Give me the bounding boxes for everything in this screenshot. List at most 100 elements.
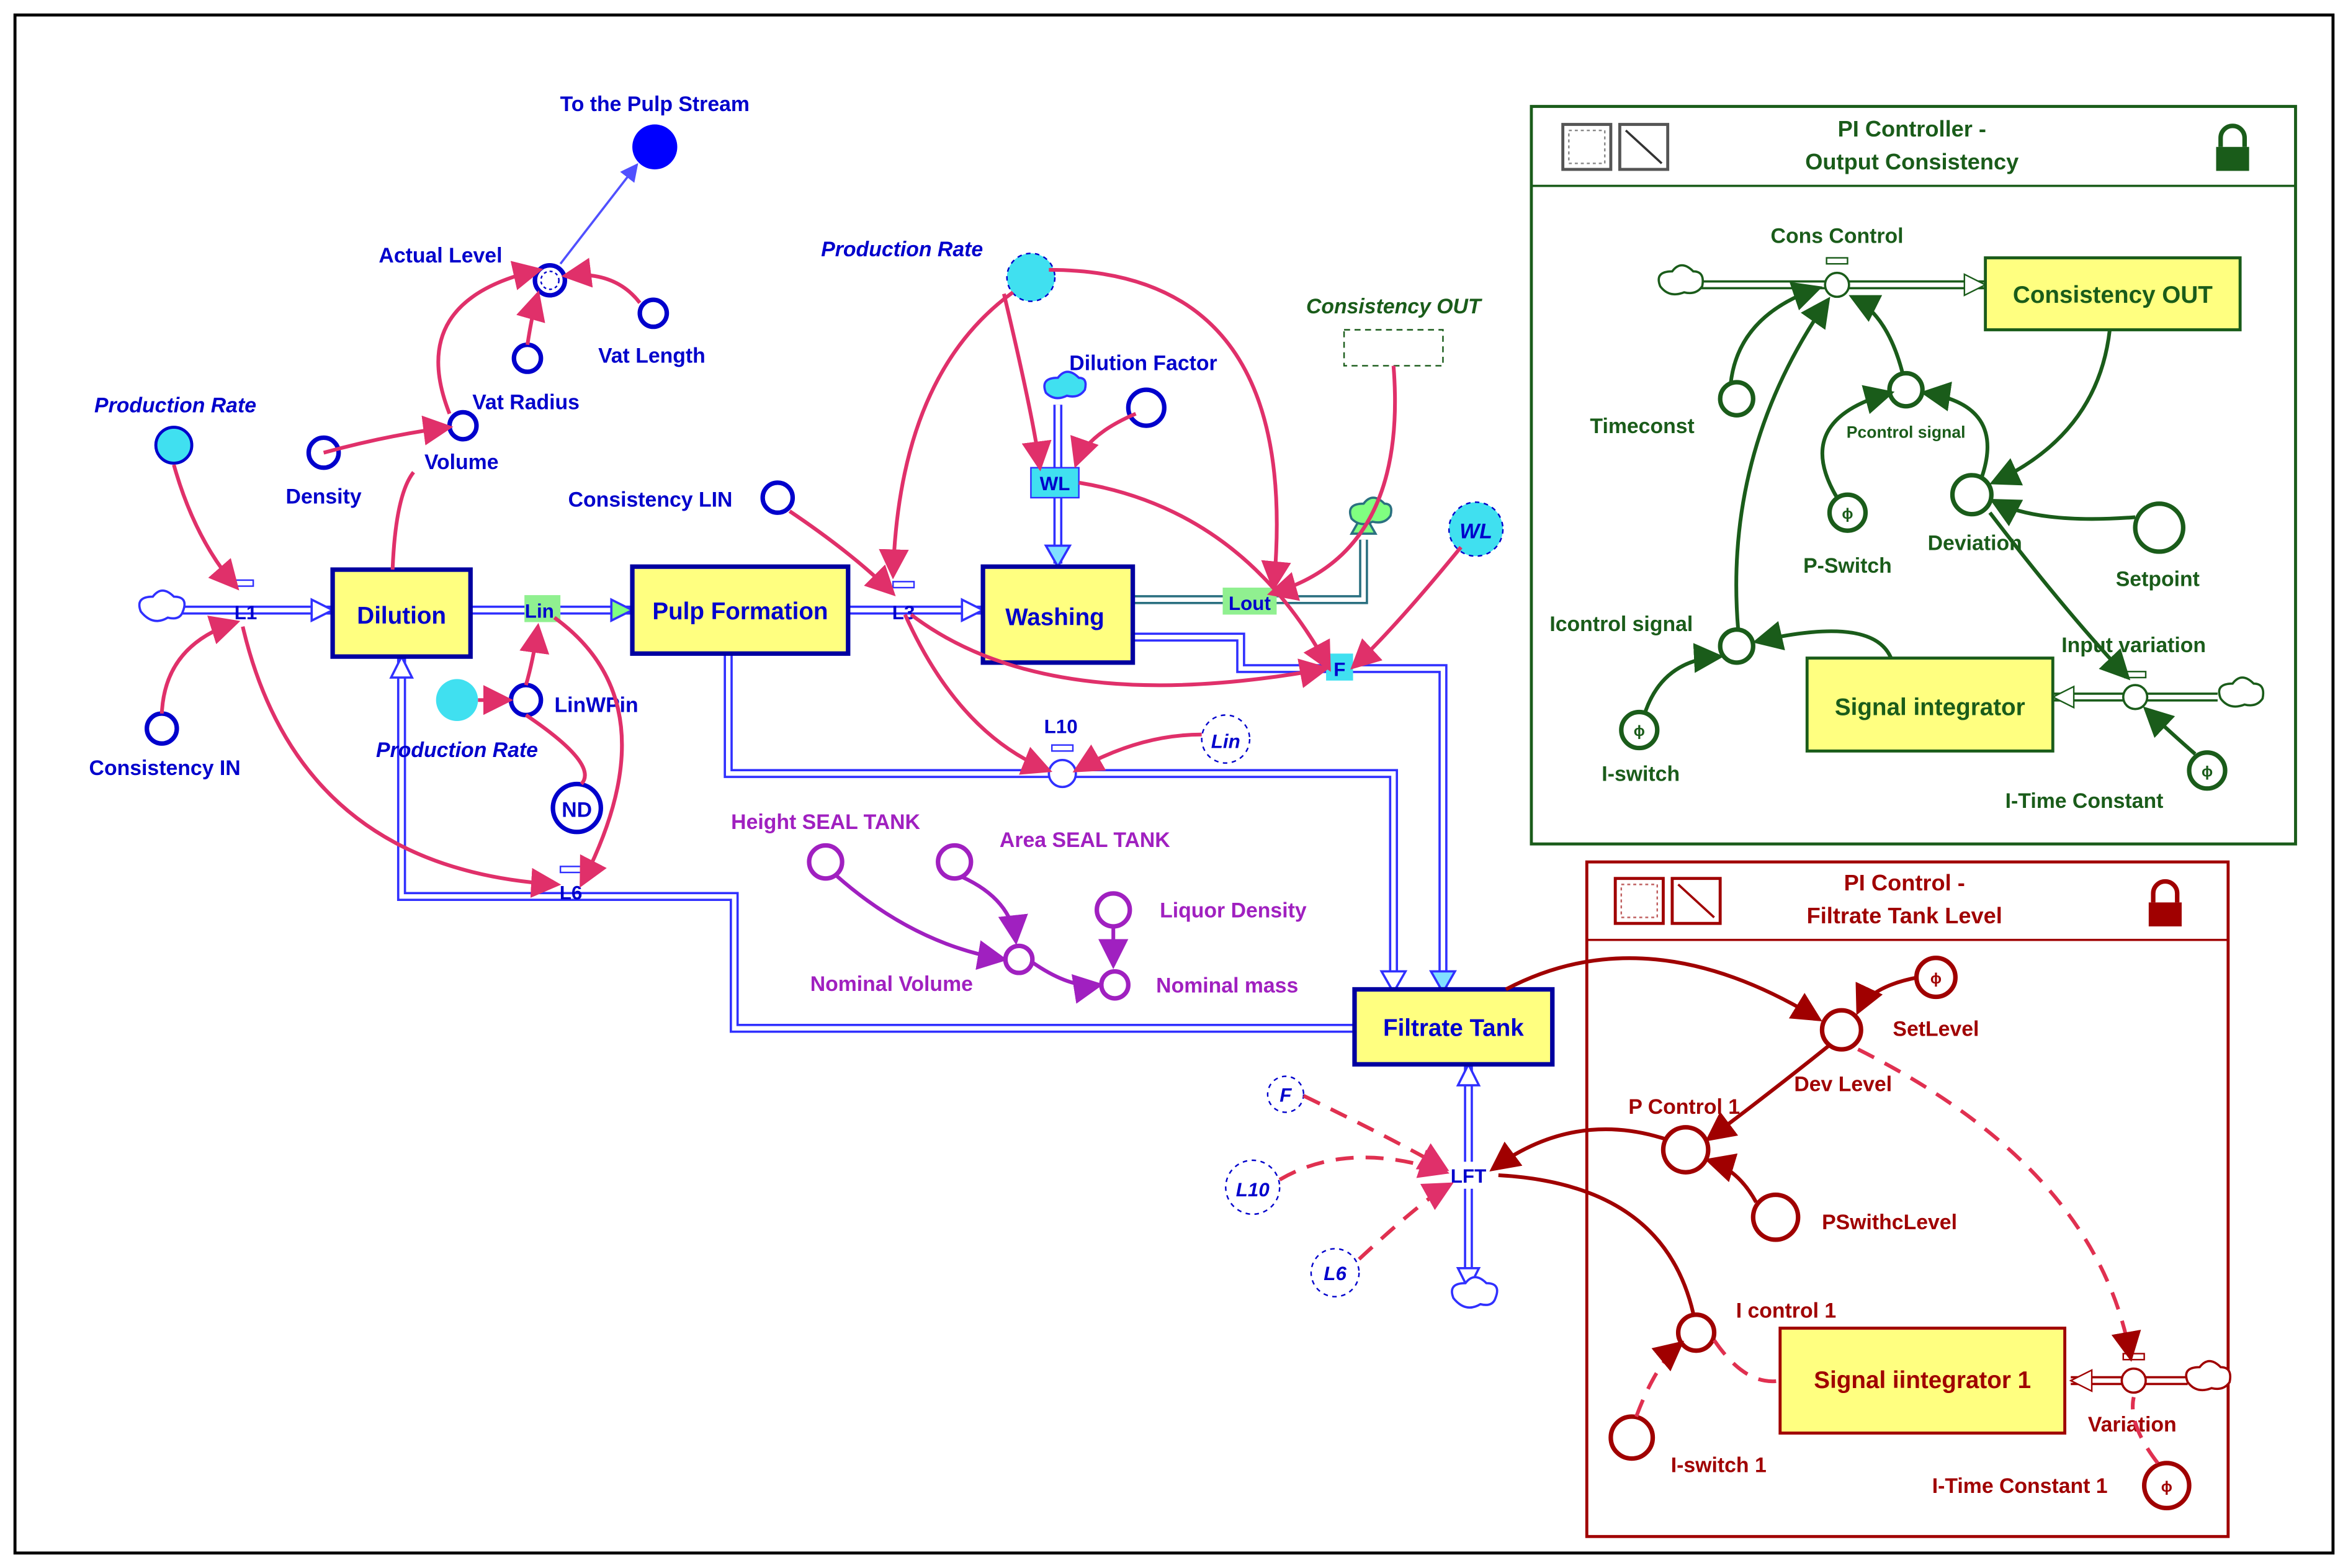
aux-consistency-in-label: Consistency IN (89, 756, 241, 780)
aux-volume[interactable]: Volume (424, 410, 499, 474)
stock-dilution-label: Dilution (357, 603, 446, 629)
aux-consistency-lin-label: Consistency LIN (568, 488, 733, 512)
aux-production-rate-left[interactable]: Production Rate (94, 393, 256, 465)
aux-i-switch-1[interactable]: I-switch 1 (1608, 1414, 1767, 1477)
phi-glyph: ϕ (2161, 1479, 2172, 1495)
aux-consistency-lin[interactable]: Consistency LIN (568, 480, 795, 515)
stock-signal-integrator-1-label: Signal iintegrator 1 (1814, 1367, 2031, 1394)
aux-production-rate-top[interactable]: Production Rate (821, 238, 1056, 302)
aux-nd-label: ND (562, 799, 592, 822)
valve-lout-label: Lout (1229, 593, 1271, 614)
aux-pswitch-level[interactable]: PSwithcLevel (1750, 1192, 1957, 1242)
aux-nominal-mass[interactable]: Nominal mass (1099, 969, 1298, 1001)
aux-i-time-constant[interactable]: ϕ I-Time Constant (2005, 750, 2228, 813)
aux-i-time-constant-1[interactable]: ϕ I-Time Constant 1 (1932, 1461, 2192, 1510)
aux-setpoint[interactable]: Setpoint (2116, 501, 2200, 591)
aux-dev-level[interactable]: SetLevel Dev Level (1794, 1008, 1979, 1096)
aux-icontrol-signal[interactable]: Icontrol signal (1549, 612, 1755, 665)
aux-wl-ghost-label: WL (1459, 519, 1492, 543)
aux-height-seal-tank[interactable]: Height SEAL TANK (731, 810, 921, 881)
aux-dilution-factor[interactable]: Dilution Factor (1069, 352, 1217, 428)
sector-toggle-icon[interactable] (1561, 123, 1613, 171)
valve-lout[interactable]: Lout (1222, 588, 1277, 615)
valve-wl[interactable]: WL (1030, 467, 1080, 499)
aux-p-switch[interactable]: ϕ P-Switch (1803, 492, 1892, 578)
aux-setlevel-phi[interactable]: ϕ (1914, 956, 1958, 1000)
aux-liquor-density[interactable]: Liquor Density (1095, 891, 1307, 929)
aux-area-seal-tank-label: Area SEAL TANK (1000, 828, 1170, 852)
aux-consistency-in[interactable]: Consistency IN (89, 711, 241, 780)
timeconst-label: Timeconst (1590, 414, 1694, 438)
link-actual-level-to-stream (559, 163, 639, 265)
stock-dilution[interactable]: Dilution (330, 567, 473, 659)
aux-production-rate-ghost[interactable] (436, 679, 478, 722)
pi-filtrate-title-1: PI Control - (1844, 870, 1965, 895)
stock-washing[interactable]: Washing (980, 564, 1136, 665)
aux-l10-ghost[interactable]: L10 (1225, 1159, 1281, 1216)
valve-cons-control[interactable]: Cons Control (1771, 224, 1904, 298)
sector-toggle-icon[interactable] (1613, 877, 1665, 925)
aux-production-rate-top-label: Production Rate (821, 238, 983, 261)
input-variation-label: Input variation (2061, 634, 2206, 657)
valve-l10[interactable]: L10 (1044, 715, 1078, 789)
aux-i-control-1[interactable]: I control 1 (1675, 1299, 1837, 1353)
aux-consistency-out-ghost[interactable]: Consistency OUT (1306, 295, 1483, 367)
stock-pulp-formation[interactable]: Pulp Formation (630, 564, 851, 656)
aux-to-pulp-stream-label: To the Pulp Stream (560, 92, 750, 116)
valve-l3-label: L3 (892, 602, 915, 624)
valve-l6[interactable]: L6 (560, 866, 583, 904)
stock-pulp-formation-label: Pulp Formation (652, 598, 828, 625)
aux-nd[interactable]: ND (550, 781, 603, 835)
valve-lin-label: Lin (525, 600, 554, 622)
stock-signal-integrator-1[interactable]: Signal iintegrator 1 (1778, 1327, 2067, 1435)
aux-production-rate-left-label: Production Rate (94, 393, 256, 417)
pi-filtrate-links (1489, 956, 2159, 1464)
aux-height-seal-tank-label: Height SEAL TANK (731, 810, 920, 834)
main-links (159, 258, 1463, 898)
aux-pcontrol-signal[interactable]: Pcontrol signal (1847, 370, 1966, 442)
i-switch-label: I-switch (1602, 763, 1680, 786)
aux-wl-ghost[interactable]: WL (1448, 501, 1504, 557)
valve-f-label: F (1333, 659, 1345, 681)
dev-level-label: Dev Level (1794, 1073, 1892, 1096)
aux-to-pulp-stream[interactable]: To the Pulp Stream (560, 92, 750, 169)
aux-l10-ghost-label: L10 (1236, 1179, 1270, 1201)
aux-area-seal-tank[interactable]: Area SEAL TANK (936, 828, 1171, 881)
aux-f-ghost[interactable]: F (1266, 1075, 1305, 1113)
set-level-label: SetLevel (1893, 1017, 1979, 1041)
phi-glyph: ϕ (1634, 723, 1645, 740)
valve-input-variation[interactable]: Input variation (2061, 634, 2206, 710)
aux-nominal-volume-label: Nominal Volume (810, 972, 973, 996)
lock-icon[interactable] (2216, 123, 2249, 171)
aux-l6-ghost[interactable]: L6 (1310, 1248, 1360, 1297)
aux-vat-length[interactable]: Vat Length (598, 297, 706, 368)
aux-vat-radius[interactable]: Vat Radius (472, 343, 580, 414)
stock-signal-integrator[interactable]: Signal integrator (1805, 656, 2054, 753)
stock-filtrate-tank-label: Filtrate Tank (1383, 1015, 1524, 1041)
stock-consistency-out[interactable]: Consistency OUT (1984, 256, 2242, 331)
valve-lft[interactable]: LFT (1446, 1162, 1491, 1189)
aux-timeconst[interactable]: Timeconst (1590, 380, 1755, 438)
stock-signal-integrator-label: Signal integrator (1835, 694, 2025, 720)
slider-toggle-icon[interactable] (1618, 123, 1670, 171)
aux-lin-ghost[interactable]: Lin (1201, 714, 1251, 764)
lock-icon[interactable] (2148, 879, 2182, 927)
cloud-icons (138, 370, 1499, 1309)
phi-glyph: ϕ (2202, 763, 2213, 780)
lft-dashed-links (1278, 1094, 1454, 1261)
valve-lft-label: LFT (1451, 1165, 1486, 1187)
aux-i-switch[interactable]: ϕ I-switch (1602, 709, 1680, 786)
production-rate-bottom-label: Production Rate (376, 738, 538, 762)
aux-linwpin[interactable]: LinWPin (508, 683, 639, 717)
diagram-border (13, 13, 2335, 1555)
valve-l1-label: L1 (235, 602, 258, 624)
slider-toggle-icon[interactable] (1670, 877, 1722, 925)
stock-filtrate-tank[interactable]: Filtrate Tank (1352, 987, 1555, 1067)
aux-density[interactable]: Density (286, 435, 362, 509)
aux-nominal-volume[interactable]: Nominal Volume (810, 943, 1035, 996)
i-time-constant-1-label: I-Time Constant 1 (1932, 1474, 2108, 1498)
valve-wl-label: WL (1040, 473, 1070, 495)
valve-l3[interactable]: L3 (892, 581, 915, 624)
i-switch-1-label: I-switch 1 (1671, 1453, 1767, 1477)
